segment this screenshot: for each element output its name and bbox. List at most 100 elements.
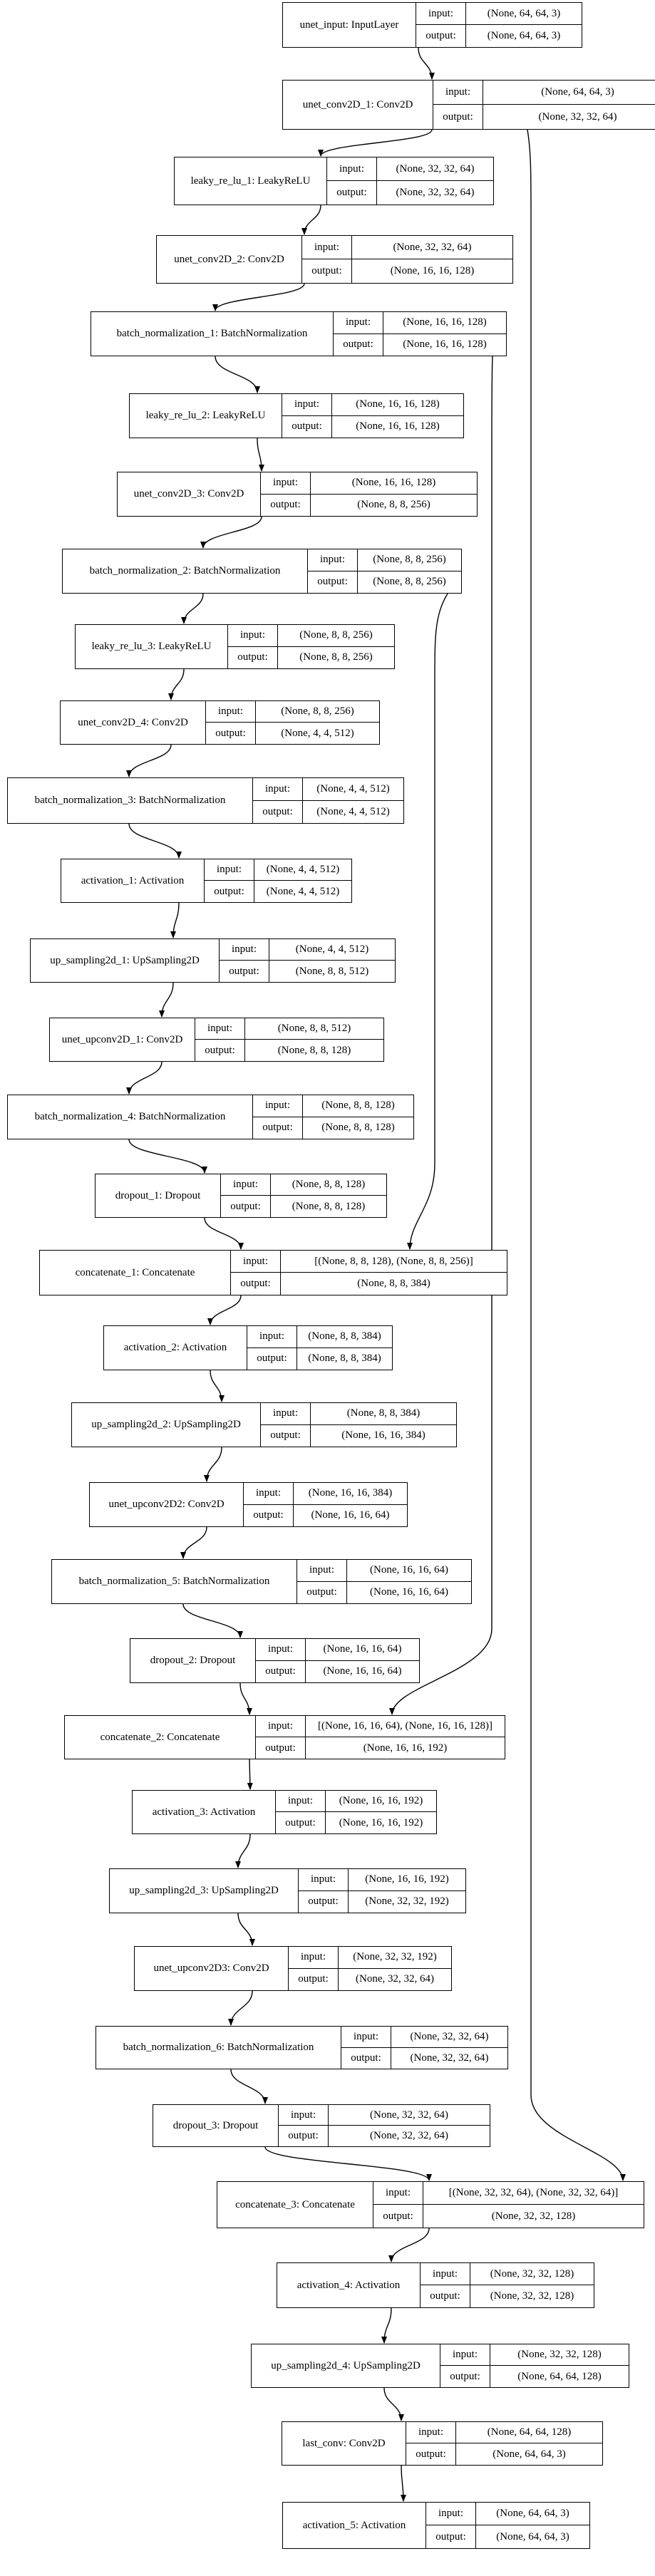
input-label: input:: [282, 394, 332, 416]
output-label: output:: [206, 723, 256, 744]
layer-name: batch_normalization_4: BatchNormalizatio…: [8, 1095, 253, 1139]
io-table: input:(None, 4, 4, 512)output:(None, 8, …: [220, 939, 395, 982]
input-shape: (None, 8, 8, 384): [297, 1326, 392, 1348]
input-label: input:: [302, 236, 352, 259]
layer-name: unet_upconv2D3: Conv2D: [135, 1947, 289, 1990]
input-label: input:: [416, 3, 466, 25]
io-table: input:(None, 32, 32, 64)output:(None, 32…: [279, 2105, 490, 2146]
io-table: input:(None, 32, 32, 64)output:(None, 32…: [341, 2027, 507, 2069]
layer-node: batch_normalization_3: BatchNormalizatio…: [7, 777, 404, 824]
edge-arrow: [418, 47, 435, 80]
output-label: output:: [426, 2525, 476, 2548]
input-label: input:: [261, 472, 311, 495]
io-table: input:(None, 32, 32, 128)output:(None, 6…: [440, 2344, 629, 2387]
output-shape: (None, 4, 4, 512): [281, 727, 354, 739]
io-table: input:(None, 16, 16, 128)output:(None, 8…: [261, 472, 477, 516]
output-shape: (None, 16, 16, 128): [356, 420, 440, 433]
layer-name: concatenate_1: Concatenate: [40, 1251, 231, 1295]
io-table: input:(None, 64, 64, 3)output:(None, 64,…: [416, 3, 582, 47]
edge-arrow: [126, 744, 172, 777]
output-label: output:: [416, 25, 466, 47]
input-shape: [(None, 16, 16, 64), (None, 16, 16, 128)…: [306, 1716, 505, 1737]
layer-name: unet_upconv2D2: Conv2D: [90, 1483, 244, 1526]
input-shape: (None, 16, 16, 192): [349, 1869, 465, 1891]
input-label: input:: [406, 2422, 456, 2443]
output-shape: (None, 16, 16, 384): [341, 1429, 426, 1442]
io-table: input:(None, 16, 16, 128)output:(None, 1…: [334, 312, 506, 356]
output-shape: (None, 8, 8, 128): [292, 1200, 366, 1212]
output-shape: (None, 16, 16, 64): [323, 1665, 402, 1677]
edge-arrow: [204, 1447, 222, 1482]
edge-arrow: [181, 593, 204, 624]
output-shape: (None, 8, 8, 128): [321, 1122, 395, 1134]
input-shape: (None, 32, 32, 128): [470, 2263, 594, 2285]
io-table: input:(None, 16, 16, 128)output:(None, 1…: [282, 394, 463, 438]
io-table: input:[(None, 16, 16, 64), (None, 16, 16…: [256, 1716, 505, 1759]
input-shape: (None, 8, 8, 512): [245, 1018, 383, 1040]
input-shape: (None, 16, 16, 64): [347, 1560, 471, 1582]
io-table: input:(None, 32, 32, 64)output:(None, 16…: [302, 236, 512, 283]
layer-name: unet_input: InputLayer: [283, 3, 416, 47]
layer-name: batch_normalization_1: BatchNormalizatio…: [91, 312, 334, 356]
input-shape: (None, 32, 32, 64): [329, 2105, 490, 2126]
edge-arrow: [182, 1603, 243, 1638]
edge-arrow: [230, 2069, 268, 2104]
edge-arrow: [318, 129, 433, 157]
input-shape: (None, 16, 16, 128): [311, 472, 477, 495]
input-label: input:: [195, 1018, 245, 1040]
edge-arrow: [212, 283, 305, 311]
input-label: input:: [279, 2105, 329, 2126]
layer-name: unet_conv2D_1: Conv2D: [283, 81, 433, 129]
output-label: output:: [276, 1812, 326, 1833]
layer-node: batch_normalization_1: BatchNormalizatio…: [91, 311, 507, 356]
output-label: output:: [421, 2285, 470, 2307]
io-table: input:(None, 32, 32, 64)output:(None, 32…: [327, 157, 493, 205]
output-shape: (None, 8, 8, 512): [295, 965, 369, 977]
input-shape: (None, 4, 4, 512): [269, 939, 395, 961]
input-label: input:: [276, 1791, 326, 1812]
layer-node: batch_normalization_2: BatchNormalizatio…: [62, 549, 462, 594]
output-label: output:: [205, 881, 254, 902]
edge-arrow: [228, 1990, 253, 2026]
output-label: output:: [253, 800, 303, 823]
output-label: output:: [231, 1273, 281, 1295]
output-shape: (None, 16, 16, 192): [339, 1816, 423, 1828]
io-table: input:(None, 16, 16, 384)output:(None, 1…: [244, 1483, 407, 1526]
input-shape: (None, 16, 16, 128): [332, 394, 463, 416]
output-shape: (None, 32, 32, 128): [491, 2210, 576, 2222]
input-label: input:: [341, 2027, 391, 2048]
io-table: input:(None, 8, 8, 256)output:(None, 4, …: [206, 701, 379, 744]
edge-arrow: [159, 982, 174, 1018]
output-shape: (None, 16, 16, 64): [311, 1509, 390, 1521]
input-label: input:: [297, 1560, 347, 1582]
output-shape: (None, 64, 64, 3): [496, 2530, 569, 2543]
layer-name: unet_conv2D_3: Conv2D: [118, 472, 261, 516]
output-shape: (None, 64, 64, 3): [492, 2448, 566, 2460]
layer-node: batch_normalization_6: BatchNormalizatio…: [96, 2026, 508, 2069]
input-label: input:: [440, 2344, 490, 2366]
output-shape: (None, 32, 32, 64): [396, 187, 475, 198]
input-shape: [(None, 32, 32, 64), (None, 32, 32, 64)]: [423, 2182, 644, 2205]
input-shape: (None, 32, 32, 64): [377, 157, 493, 181]
output-shape: (None, 32, 32, 64): [410, 2052, 489, 2064]
input-label: input:: [261, 1403, 311, 1425]
io-table: input:(None, 8, 8, 128)output:(None, 8, …: [221, 1174, 386, 1217]
input-shape: (None, 32, 32, 64): [391, 2027, 507, 2048]
edge-arrow: [235, 1833, 251, 1868]
layer-name: concatenate_2: Concatenate: [65, 1716, 256, 1759]
io-table: input:(None, 4, 4, 512)output:(None, 4, …: [205, 859, 351, 902]
edge-arrow: [215, 356, 260, 393]
output-shape: (None, 64, 64, 128): [517, 2370, 602, 2382]
output-shape: (None, 32, 32, 192): [365, 1895, 449, 1908]
edge-arrow: [264, 2146, 432, 2181]
input-shape: (None, 4, 4, 512): [254, 859, 351, 881]
layer-node: batch_normalization_4: BatchNormalizatio…: [7, 1095, 414, 1139]
